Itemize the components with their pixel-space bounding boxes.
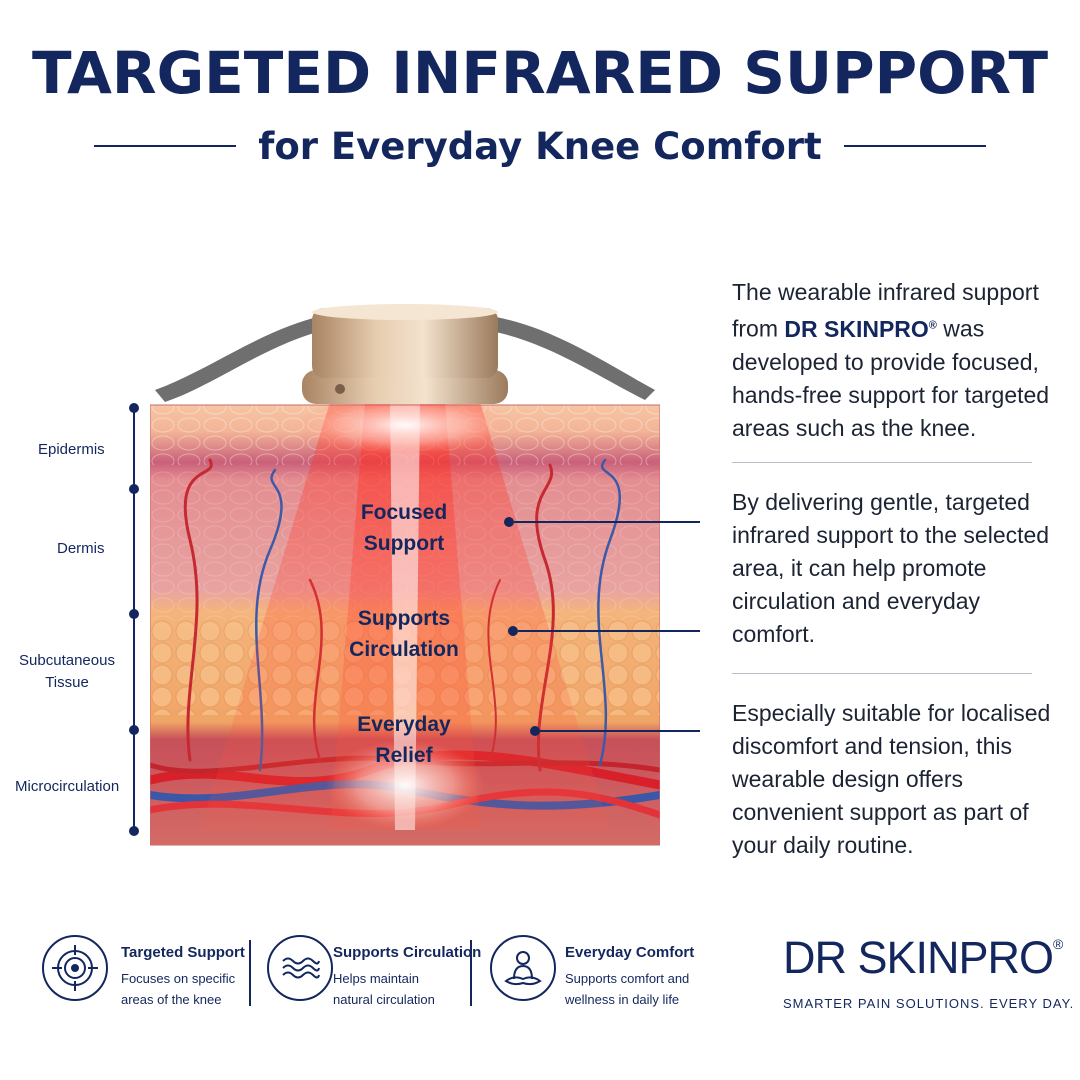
paragraph-text: The wearable infrared support from (732, 279, 1039, 342)
page-title: TARGETED INFRARED SUPPORT (31, 39, 1049, 107)
beam-label-focused-support: Focused Support (360, 501, 448, 555)
layer-tick (129, 826, 139, 836)
description-paragraph-2: By delivering gentle, targeted infrared … (732, 489, 1050, 647)
callout-line (518, 630, 700, 632)
feature-desc-supports-circulation: Helps maintain natural circulation (333, 971, 435, 1007)
callout-line (514, 521, 700, 523)
registered-mark: ® (928, 319, 937, 331)
layer-tick (129, 725, 139, 735)
page-subtitle: for Everyday Knee Comfort (258, 124, 822, 168)
feature-title-everyday-comfort: Everyday Comfort (565, 944, 695, 961)
paragraph-separator (732, 462, 1032, 463)
layer-tick (129, 403, 139, 413)
brand-inline: DR SKINPRO® (784, 316, 937, 342)
layer-label-subcutaneous: Subcutaneous Tissue (19, 652, 115, 691)
feature-divider (249, 940, 251, 1006)
beam-label-everyday-relief: Everyday Relief (357, 713, 451, 767)
person-meditating-icon (490, 935, 556, 1001)
brand-tagline: SMARTER PAIN SOLUTIONS. EVERY DAY. (783, 996, 1075, 1011)
brand-logo: DR SKINPRO® (783, 932, 1063, 984)
layer-tick (129, 484, 139, 494)
brand-registered-mark: ® (1053, 936, 1063, 952)
feature-desc-everyday-comfort: Supports comfort and wellness in daily l… (565, 971, 690, 1007)
layer-label-epidermis: Epidermis (38, 441, 105, 458)
brand-name: DR SKINPRO (783, 932, 1054, 983)
callout-line (540, 730, 700, 732)
callout-dot (508, 626, 518, 636)
layer-label-microcirculation: Microcirculation (15, 778, 120, 795)
callout-dot (504, 517, 514, 527)
waves-icon (267, 935, 333, 1001)
description-paragraph-3: Especially suitable for localised discom… (732, 700, 1051, 858)
brand-inline-name: DR SKINPRO (784, 315, 929, 342)
feature-divider (470, 940, 472, 1006)
feature-desc-targeted-support: Focuses on specific areas of the knee (121, 971, 236, 1007)
paragraph-text: was developed to provide focused, hands-… (732, 315, 1050, 441)
subtitle-rule-left (94, 145, 237, 147)
feature-title-targeted-support: Targeted Support (121, 944, 245, 961)
subtitle-row: for Everyday Knee Comfort (0, 118, 1080, 174)
layer-scale-line (133, 407, 135, 832)
beam-label-supports-circulation: Supports Circulation (349, 607, 459, 661)
subtitle-rule-right (843, 145, 986, 147)
feature-title-supports-circulation: Supports Circulation (333, 944, 482, 961)
callout-dot (530, 726, 540, 736)
layer-label-dermis: Dermis (57, 540, 105, 557)
description-paragraph-1: The wearable infrared support from DR SK… (732, 276, 1052, 445)
paragraph-separator (732, 673, 1032, 674)
skin-cross-section-illustration (150, 304, 660, 846)
layer-tick (129, 609, 139, 619)
target-icon (42, 935, 108, 1001)
